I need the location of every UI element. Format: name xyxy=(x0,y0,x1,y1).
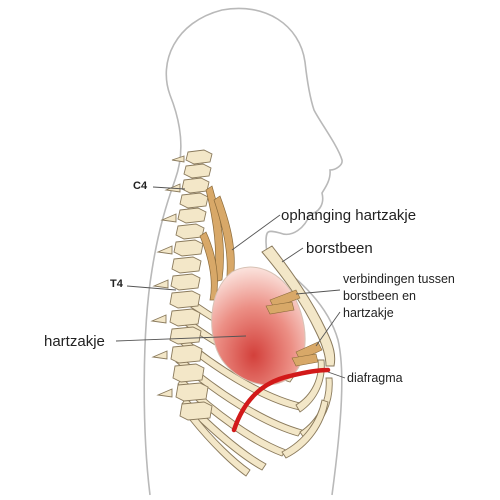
vertebra xyxy=(172,363,205,383)
label-ophanging-hartzakje: ophanging hartzakje xyxy=(281,207,417,224)
label-verbindingen-line2: borstbeen en xyxy=(343,289,416,303)
spinous-process xyxy=(156,388,173,398)
rib xyxy=(175,355,303,437)
vertebra xyxy=(169,308,201,327)
label-diafragma: diafragma xyxy=(347,371,403,385)
vertebra xyxy=(170,344,203,364)
spine xyxy=(150,149,213,421)
label-verbindingen-line1: verbindingen tussen xyxy=(343,272,455,286)
label-t4: T4 xyxy=(110,278,123,290)
leader-c4 xyxy=(152,186,186,190)
label-verbindingen-line3: hartzakje xyxy=(343,306,394,320)
sternum xyxy=(261,245,336,367)
spinous-process xyxy=(150,314,167,324)
leader-hartzakje xyxy=(115,335,247,342)
label-verbindingen: verbindingen tussen borstbeen en hartzak… xyxy=(343,271,493,322)
leader-ophanging xyxy=(231,214,281,251)
spinous-process xyxy=(171,155,185,163)
spinous-process xyxy=(156,245,173,255)
spinous-process xyxy=(152,279,169,289)
leader-lines xyxy=(115,186,346,379)
label-hartzakje: hartzakje xyxy=(44,333,105,350)
leader-t4 xyxy=(126,285,177,291)
vertebra xyxy=(175,223,205,240)
sternopericardial-ligaments xyxy=(265,289,323,367)
spinous-process xyxy=(151,350,168,360)
vertebra xyxy=(179,192,209,209)
vertebra xyxy=(185,149,213,165)
costal-cartilage xyxy=(295,359,325,413)
vertebra xyxy=(169,290,201,309)
vertebra xyxy=(169,326,202,345)
vertebra xyxy=(179,401,213,421)
rib xyxy=(189,413,251,477)
vertebra xyxy=(181,177,210,194)
leader-diafragma xyxy=(327,371,346,379)
leader-borstbeen xyxy=(281,247,304,263)
diaphragm xyxy=(231,367,331,433)
vertebra xyxy=(177,207,207,224)
leader-verbindingen-1 xyxy=(295,289,341,295)
label-c4: C4 xyxy=(133,180,148,192)
leader-verbindingen-2 xyxy=(315,311,341,347)
vertebra xyxy=(175,382,209,402)
vertebra xyxy=(170,273,201,291)
vertebra xyxy=(173,239,204,257)
spinous-process xyxy=(160,213,177,223)
pericardium-suspension xyxy=(199,185,235,301)
costal-cartilage xyxy=(281,399,329,459)
label-borstbeen: borstbeen xyxy=(306,240,373,257)
vertebra xyxy=(171,256,202,274)
vertebra xyxy=(183,163,212,179)
